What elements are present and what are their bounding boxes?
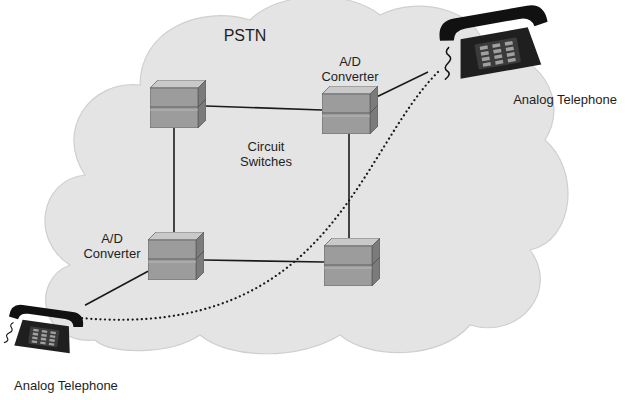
phone-key: [493, 49, 501, 54]
phone-key: [50, 335, 56, 338]
phone-key: [482, 56, 490, 61]
text-wrap: PSTN: [195, 26, 295, 45]
converter-label: A/D Converter: [318, 54, 382, 84]
phone-key: [494, 54, 502, 59]
converter-switch: [148, 232, 204, 280]
converter-label: A/D Converter: [78, 231, 146, 261]
trunk-line: [206, 106, 322, 110]
group-label: Circuit Switches: [230, 139, 302, 169]
trunk-line: [204, 260, 324, 262]
text-wrap: Analog Telephone: [513, 92, 617, 107]
phone-key: [42, 330, 48, 333]
phone-key: [508, 58, 516, 63]
phone-key: [33, 333, 39, 336]
device-label: Analog Telephone: [14, 378, 118, 393]
converter-switch: [322, 86, 378, 134]
circuit-switch: [324, 238, 380, 286]
call-path: [81, 72, 438, 320]
phone-handset: [437, 3, 548, 43]
phone-key: [49, 339, 55, 342]
phone-key: [50, 331, 56, 334]
trunk-line: [173, 128, 175, 232]
phone-key: [495, 60, 503, 65]
phone-key: [480, 45, 488, 50]
phone-key: [506, 47, 514, 52]
phone-key: [481, 51, 489, 56]
telephone-icon: [428, 0, 563, 78]
converter-node: A/D Converter: [78, 226, 208, 284]
phone-keypad: [474, 37, 521, 69]
access-line: [85, 271, 148, 305]
phone-key: [40, 341, 46, 344]
phone-key: [483, 62, 491, 67]
analog-telephone: Analog Telephone: [428, 0, 623, 112]
phone-cord: [439, 47, 454, 79]
phone-key: [41, 334, 47, 337]
device-label: Analog Telephone: [513, 92, 617, 107]
cloud-shape: [45, 0, 568, 354]
circuit-switch: [150, 80, 206, 128]
phone-body: [14, 319, 73, 353]
analog-telephone: Analog Telephone: [0, 288, 130, 400]
trunk-line: [348, 134, 350, 238]
switch-cube: [322, 86, 378, 134]
phone-handset: [9, 303, 85, 328]
text-wrap: A/D Converter: [318, 54, 382, 84]
phone-key: [32, 336, 38, 339]
phone-cord: [4, 322, 14, 344]
text-wrap: A/D Converter: [78, 231, 146, 261]
phone-key: [32, 340, 38, 343]
text-wrap: Analog Telephone: [14, 378, 118, 393]
text-wrap: Circuit Switches: [230, 139, 302, 169]
phone-key: [492, 43, 500, 48]
phone-key: [49, 343, 55, 346]
switch-cube: [148, 232, 204, 280]
phone-key: [505, 41, 513, 46]
converter-node: A/D Converter: [318, 54, 382, 134]
phone-body: [454, 26, 541, 79]
phone-keypad: [28, 326, 59, 347]
phone-key: [507, 52, 515, 57]
phone-key: [33, 329, 39, 332]
telephone-icon: [5, 288, 85, 366]
network-name: PSTN: [195, 26, 295, 45]
phone-key: [41, 338, 47, 341]
